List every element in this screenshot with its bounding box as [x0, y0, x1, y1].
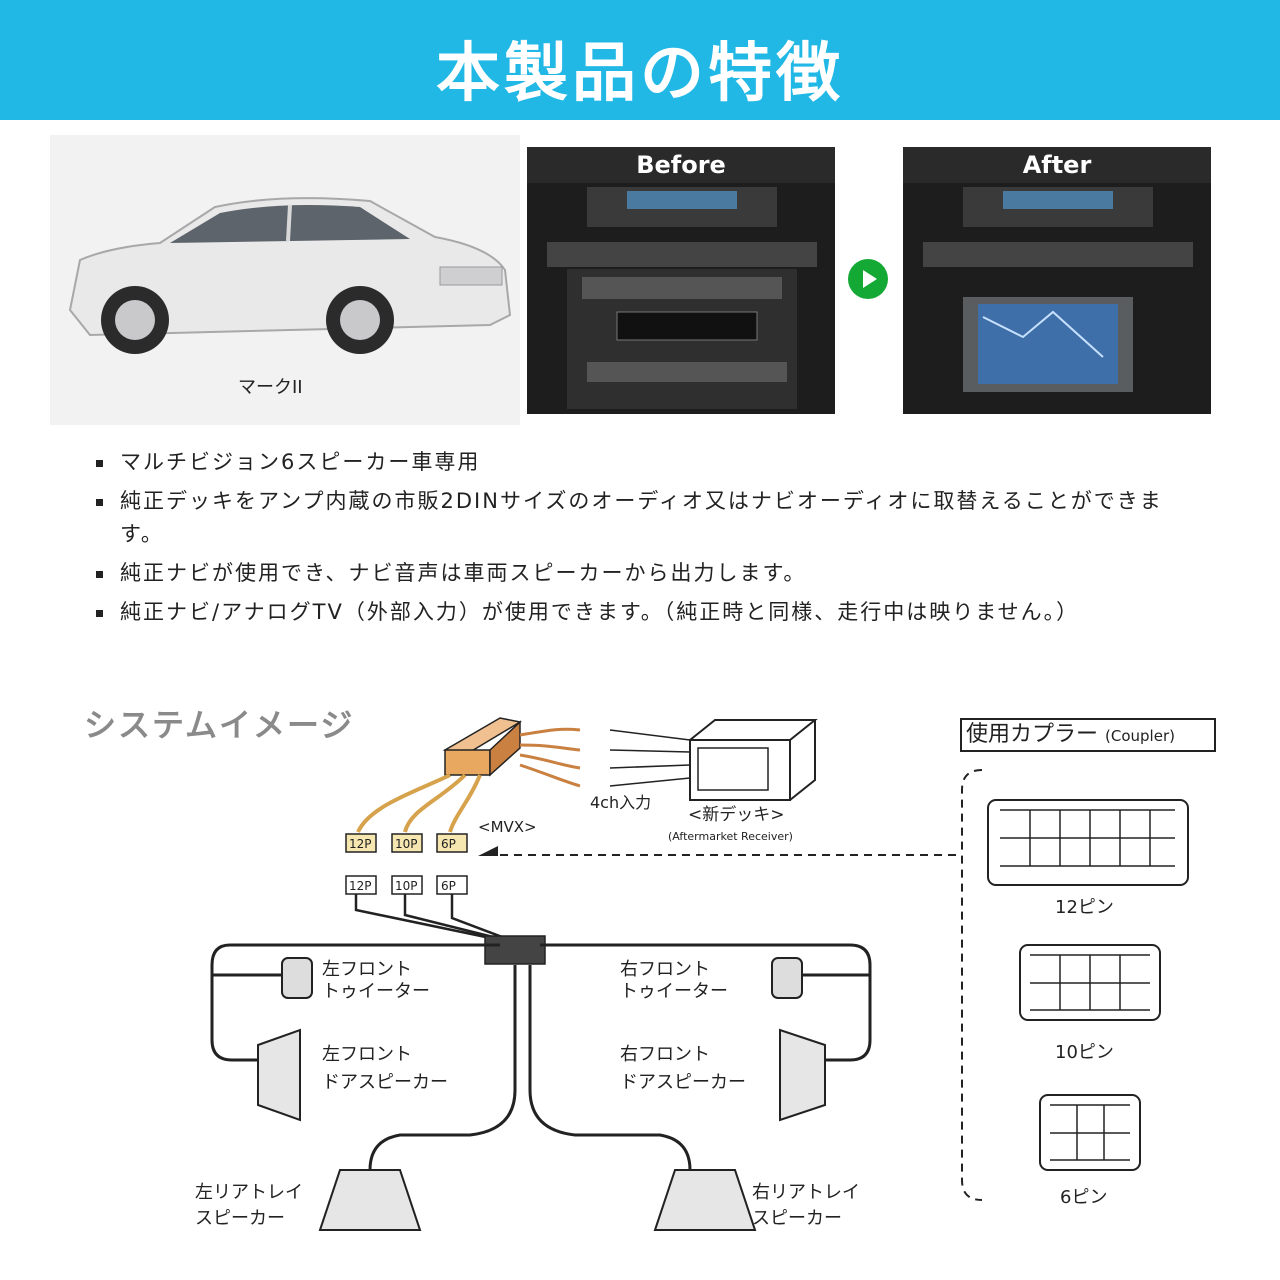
car-illustration	[68, 197, 512, 354]
right-door-line1: 右フロント	[620, 1044, 710, 1065]
deck-sublabel: (Aftermarket Receiver)	[668, 830, 793, 843]
module-label: <MVX>	[478, 818, 537, 836]
right-tweeter-line2: トゥイーター	[620, 981, 728, 1002]
page-title: 本製品の特徴	[436, 37, 844, 111]
right-door-line2: ドアスピーカー	[620, 1072, 746, 1093]
coupler-title-box: 使用カプラー (Coupler)	[960, 718, 1216, 752]
connector-label-6p: 6P	[441, 837, 456, 851]
before-dashboard-illustration	[547, 187, 817, 409]
left-door-line1: 左フロント	[322, 1044, 412, 1065]
feature-item: 純正デッキをアンプ内蔵の市販2DINサイズのオーディオ又はナビオーディオに取替え…	[96, 485, 1186, 551]
input-label: 4ch入力	[590, 793, 651, 812]
right-tweeter-line1: 右フロント	[620, 959, 710, 980]
feature-list: マルチビジョン6スピーカー車専用 純正デッキをアンプ内蔵の市販2DINサイズのオ…	[96, 446, 1186, 635]
connector-label-12p-harness: 12P	[349, 879, 372, 893]
vehicle-photo: マークII	[50, 135, 520, 425]
left-rear-line2: スピーカー	[195, 1208, 285, 1229]
coupler-10pin-label: 10ピン	[1055, 1042, 1114, 1063]
right-rear-line2: スピーカー	[752, 1208, 842, 1229]
left-rear-line1: 左リアトレイ	[195, 1182, 303, 1203]
car-caption: マークII	[238, 377, 303, 398]
arrow-right-icon	[848, 259, 888, 299]
connector-labels: 12P 10P 6P 12P 10P 6P	[349, 837, 456, 893]
before-photo: Before	[527, 147, 835, 414]
before-label: Before	[527, 147, 835, 183]
connector-label-6p-harness: 6P	[441, 879, 456, 893]
connector-label-10p: 10P	[395, 837, 418, 851]
coupler-subtitle: (Coupler)	[1105, 727, 1175, 745]
system-image-title: システムイメージ	[84, 706, 355, 744]
left-tweeter-line1: 左フロント	[322, 959, 412, 980]
feature-item: マルチビジョン6スピーカー車専用	[96, 446, 1186, 479]
after-label: After	[903, 147, 1211, 183]
deck-label: <新デッキ>	[688, 804, 785, 825]
connector-label-12p: 12P	[349, 837, 372, 851]
left-tweeter-line2: トゥイーター	[322, 981, 430, 1002]
feature-item: 純正ナビ/アナログTV（外部入力）が使用できます。（純正時と同様、走行中は映りま…	[96, 596, 1186, 629]
coupler-12pin-label: 12ピン	[1055, 897, 1114, 918]
coupler-title: 使用カプラー	[966, 722, 1099, 747]
coupler-6pin-label: 6ピン	[1060, 1187, 1107, 1208]
header-banner: 本製品の特徴	[0, 0, 1280, 120]
after-photo: After	[903, 147, 1211, 414]
connector-label-10p-harness: 10P	[395, 879, 418, 893]
feature-item: 純正ナビが使用でき、ナビ音声は車両スピーカーから出力します。	[96, 557, 1186, 590]
after-dashboard-illustration	[923, 187, 1193, 392]
right-rear-line1: 右リアトレイ	[752, 1182, 860, 1203]
left-door-line2: ドアスピーカー	[322, 1072, 448, 1093]
